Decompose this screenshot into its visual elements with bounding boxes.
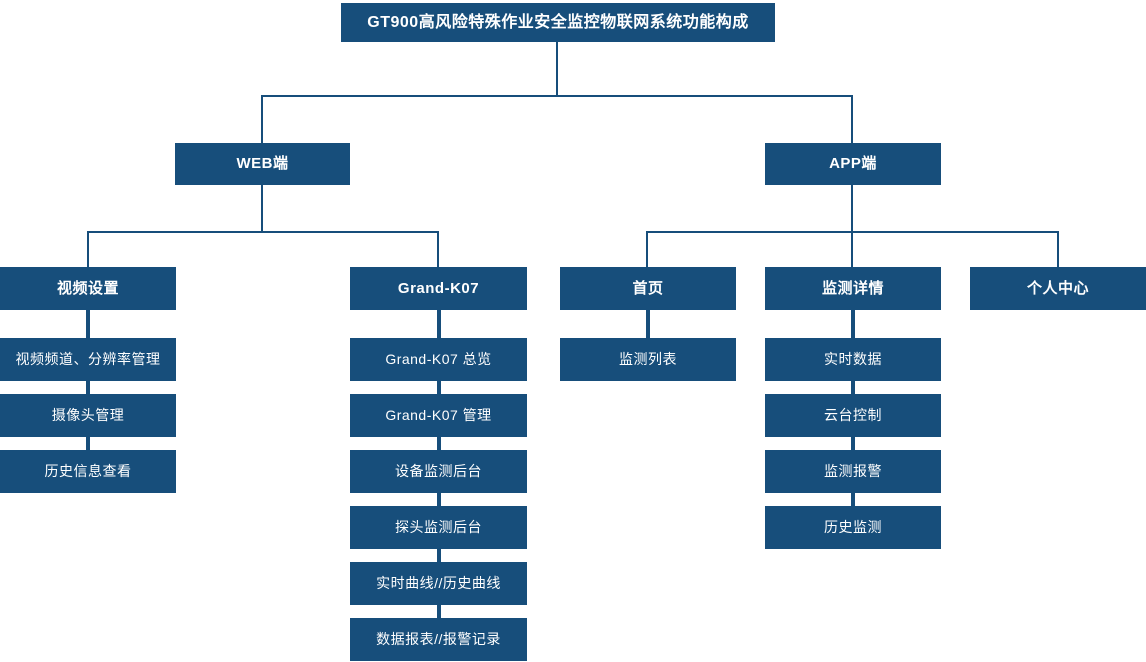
node-personal-center: 个人中心 <box>970 267 1146 310</box>
node-monitor-alarm: 监测报警 <box>765 450 941 493</box>
node-grand-k07-mgmt: Grand-K07 管理 <box>350 394 527 437</box>
node-home: 首页 <box>560 267 736 310</box>
node-camera-mgmt: 摄像头管理 <box>0 394 176 437</box>
connector-app-trunk <box>851 185 853 232</box>
node-grand-k07: Grand-K07 <box>350 267 527 310</box>
connector-grand-drop <box>437 231 439 267</box>
connector-web-trunk <box>261 185 263 232</box>
node-monitor-list: 监测列表 <box>560 338 736 381</box>
node-app: APP端 <box>765 143 941 185</box>
node-monitor-detail: 监测详情 <box>765 267 941 310</box>
connector-detail-drop <box>851 231 853 267</box>
node-device-monitor-backend: 设备监测后台 <box>350 450 527 493</box>
node-web: WEB端 <box>175 143 350 185</box>
connector-home-drop <box>646 231 648 267</box>
node-data-reports-alarm-records: 数据报表//报警记录 <box>350 618 527 661</box>
connector-personal-drop <box>1057 231 1059 267</box>
node-root-title: GT900高风险特殊作业安全监控物联网系统功能构成 <box>341 3 775 42</box>
connector-web-drop <box>261 95 263 143</box>
node-probe-monitor-backend: 探头监测后台 <box>350 506 527 549</box>
connector-home-stack <box>646 310 650 342</box>
node-realtime-data: 实时数据 <box>765 338 941 381</box>
connector-video-stack <box>86 310 90 455</box>
connector-web-horizontal <box>87 231 439 233</box>
node-realtime-history-curves: 实时曲线//历史曲线 <box>350 562 527 605</box>
node-ptz-control: 云台控制 <box>765 394 941 437</box>
node-history-monitor: 历史监测 <box>765 506 941 549</box>
node-grand-k07-overview: Grand-K07 总览 <box>350 338 527 381</box>
connector-root-trunk <box>556 42 558 96</box>
node-video-settings: 视频设置 <box>0 267 176 310</box>
connector-app-drop <box>851 95 853 143</box>
connector-video-drop <box>87 231 89 267</box>
connector-top-horizontal <box>261 95 853 97</box>
node-video-channel-resolution-mgmt: 视频频道、分辨率管理 <box>0 338 176 381</box>
node-history-info-view: 历史信息查看 <box>0 450 176 493</box>
